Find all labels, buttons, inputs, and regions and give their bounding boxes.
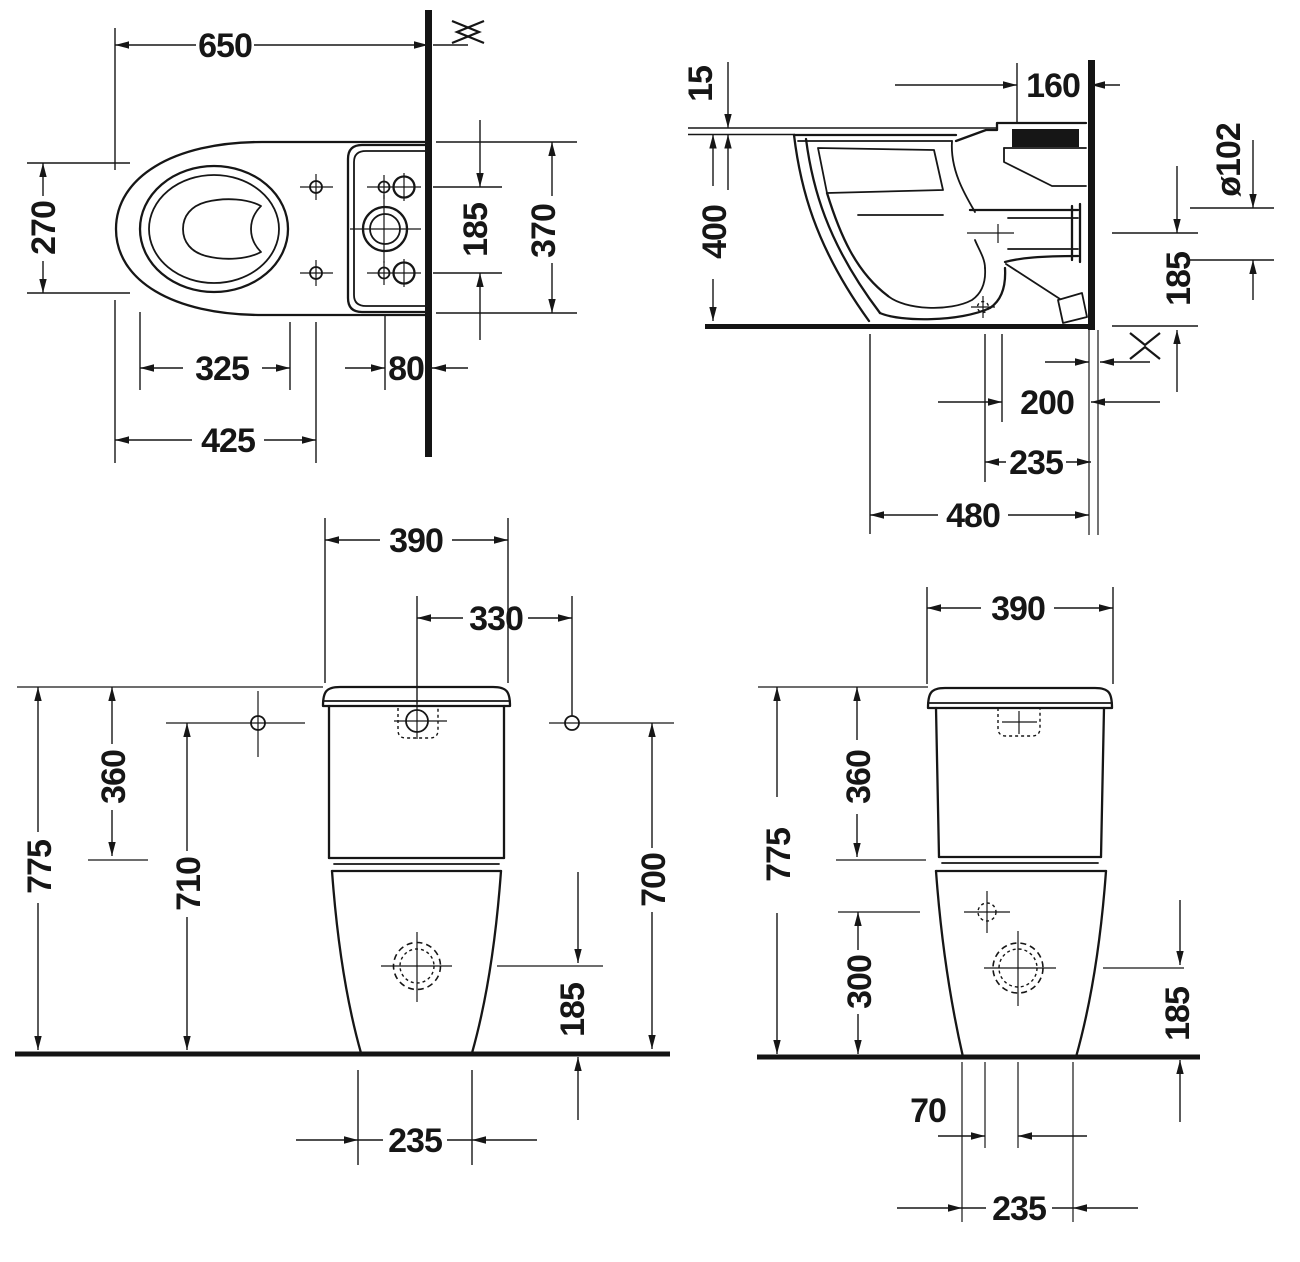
dim-label-270: 270 bbox=[25, 201, 63, 255]
section-view: 15 160 ø102 400 185 bbox=[682, 60, 1274, 535]
dim-front-700: 700 bbox=[635, 723, 673, 1049]
dim-section-200: 200 bbox=[938, 334, 1160, 422]
dim-section-400: 400 bbox=[696, 134, 734, 321]
dim-label-360-front: 360 bbox=[95, 750, 133, 804]
section-toilet-profile bbox=[688, 121, 1088, 324]
front-view: 390 330 775 360 710 bbox=[15, 518, 674, 1165]
dim-label-390-rear: 390 bbox=[991, 590, 1045, 628]
dim-label-235-section: 235 bbox=[1009, 444, 1063, 482]
dim-front-235: 235 bbox=[296, 1070, 537, 1165]
dim-label-400: 400 bbox=[696, 205, 734, 259]
dim-label-200: 200 bbox=[1020, 384, 1074, 422]
dim-section-15: 15 bbox=[682, 62, 732, 190]
dim-section-102: ø102 bbox=[1190, 123, 1274, 300]
dim-section-235: 235 bbox=[984, 334, 1091, 482]
dim-front-185: 185 bbox=[554, 872, 592, 1120]
dim-plan-80: 80 bbox=[345, 315, 468, 390]
dim-label-102: ø102 bbox=[1210, 123, 1248, 197]
dim-label-390-front: 390 bbox=[389, 522, 443, 560]
dim-front-775: 775 bbox=[21, 687, 59, 1050]
dim-label-710: 710 bbox=[170, 857, 208, 911]
dim-label-185-rear: 185 bbox=[1159, 987, 1197, 1041]
dim-rear-360: 360 bbox=[840, 687, 878, 857]
break-mark-icon bbox=[451, 19, 485, 45]
dim-label-185-front: 185 bbox=[554, 983, 592, 1037]
flush-button-marker-rear bbox=[997, 708, 1041, 737]
dim-plan-370: 370 bbox=[436, 141, 577, 314]
dim-rear-390: 390 bbox=[926, 587, 1114, 684]
dim-label-775-rear: 775 bbox=[760, 828, 798, 882]
dim-label-300: 300 bbox=[841, 955, 879, 1009]
dim-front-710: 710 bbox=[170, 723, 208, 1050]
dim-rear-70: 70 bbox=[910, 1092, 1087, 1140]
dim-rear-775: 775 bbox=[760, 687, 798, 1054]
dim-label-185-plan: 185 bbox=[457, 203, 495, 257]
dim-label-235-front: 235 bbox=[388, 1122, 442, 1160]
flush-button-marker bbox=[394, 704, 447, 739]
dim-label-70: 70 bbox=[910, 1092, 946, 1130]
dim-label-370: 370 bbox=[525, 204, 563, 258]
break-mark-icon-section bbox=[1129, 332, 1161, 360]
dim-label-650: 650 bbox=[198, 27, 252, 65]
dim-plan-270: 270 bbox=[25, 162, 130, 294]
rear-view: 390 775 360 300 185 70 bbox=[757, 587, 1200, 1228]
plan-view: 650 270 325 80 bbox=[25, 10, 577, 463]
flush-valve-marker bbox=[350, 195, 421, 263]
dim-label-700: 700 bbox=[635, 853, 673, 907]
dim-label-330: 330 bbox=[469, 600, 523, 638]
floor-drain-marker bbox=[971, 296, 995, 318]
dim-label-325: 325 bbox=[195, 350, 249, 388]
drain-marker-front bbox=[381, 932, 452, 1002]
dim-label-360-rear: 360 bbox=[840, 750, 878, 804]
rear-toilet-outline bbox=[926, 686, 1114, 1059]
dim-label-80: 80 bbox=[388, 350, 424, 388]
dim-front-390: 390 bbox=[324, 518, 509, 683]
dim-plan-650: 650 bbox=[114, 27, 468, 170]
dim-plan-325: 325 bbox=[139, 312, 291, 390]
dim-label-480: 480 bbox=[946, 497, 1000, 535]
dim-label-775-front: 775 bbox=[21, 840, 59, 894]
hinge-hole-markers bbox=[300, 174, 333, 286]
dim-label-425: 425 bbox=[201, 422, 255, 460]
dim-label-160: 160 bbox=[1026, 67, 1080, 105]
supply-marker bbox=[964, 891, 1010, 933]
dim-section-160: 160 bbox=[895, 63, 1120, 124]
dim-front-330: 330 bbox=[416, 596, 573, 716]
dim-plan-425: 425 bbox=[114, 300, 317, 463]
dim-front-360: 360 bbox=[95, 687, 133, 856]
tank-bolt-markers bbox=[367, 173, 421, 287]
front-toilet-outline bbox=[166, 685, 674, 1055]
drain-marker-rear bbox=[984, 931, 1056, 1006]
dim-rear-235: 235 bbox=[897, 1190, 1138, 1228]
dim-rear-300: 300 bbox=[841, 912, 879, 1054]
dim-section-185: 185 bbox=[1112, 166, 1198, 392]
dim-label-185-section: 185 bbox=[1160, 252, 1198, 306]
dim-section-480: 480 bbox=[869, 334, 1089, 535]
dim-label-235-rear: 235 bbox=[992, 1190, 1046, 1228]
dim-label-15: 15 bbox=[682, 66, 720, 102]
dim-rear-185: 185 bbox=[1159, 900, 1197, 1122]
plan-toilet-outline bbox=[114, 140, 430, 317]
dim-plan-185: 185 bbox=[433, 120, 502, 340]
lid-section-fill bbox=[1012, 129, 1079, 147]
